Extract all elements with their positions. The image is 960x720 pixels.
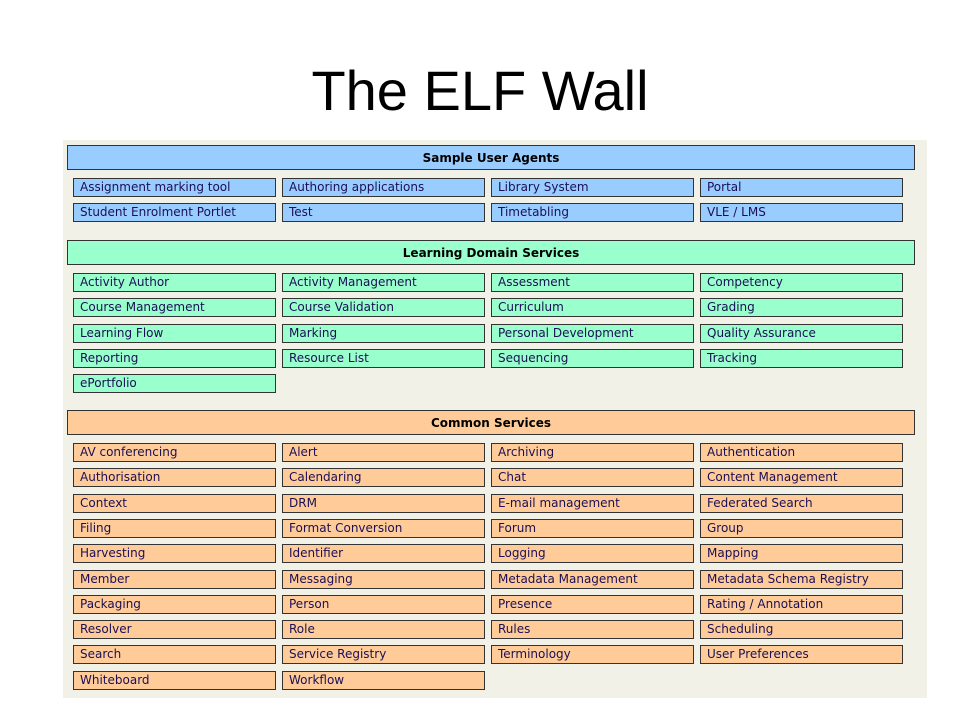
agents-service-cell: Student Enrolment Portlet bbox=[73, 203, 276, 223]
agents-service-cell: Timetabling bbox=[491, 203, 694, 223]
learning-service-cell: Grading bbox=[700, 298, 903, 318]
learning-service-cell: ePortfolio bbox=[73, 374, 276, 394]
common-service-cell: Identifier bbox=[282, 544, 485, 564]
common-service-cell: Logging bbox=[491, 544, 694, 564]
slide-title: The ELF Wall bbox=[311, 59, 649, 122]
common-service-cell: Person bbox=[282, 594, 485, 614]
common-service-cell: Messaging bbox=[282, 569, 485, 589]
common-service-cell: Alert bbox=[282, 443, 485, 462]
common-service-cell: Format Conversion bbox=[282, 518, 485, 538]
common-service-cell: Search bbox=[73, 645, 276, 665]
common-service-cell: Context bbox=[73, 493, 276, 513]
common-service-cell: Harvesting bbox=[73, 544, 276, 564]
common-service-cell: Packaging bbox=[73, 594, 276, 614]
common-service-cell: Presence bbox=[491, 594, 694, 614]
common-service-cell: Service Registry bbox=[282, 645, 485, 665]
agents-service-cell: Authoring applications bbox=[282, 178, 485, 197]
common-service-cell: Mapping bbox=[700, 544, 903, 564]
learning-service-cell: Reporting bbox=[73, 348, 276, 368]
common-service-cell: Forum bbox=[491, 518, 694, 538]
common-service-cell: Group bbox=[700, 518, 903, 538]
learning-service-cell: Curriculum bbox=[491, 298, 694, 318]
common-service-cell: Rating / Annotation bbox=[700, 594, 903, 614]
common-service-cell: Scheduling bbox=[700, 620, 903, 640]
common-service-cell: Metadata Management bbox=[491, 569, 694, 589]
common-service-cell: User Preferences bbox=[700, 645, 903, 665]
learning-service-cell: Assessment bbox=[491, 273, 694, 292]
common-service-cell: Role bbox=[282, 620, 485, 640]
learning-service-cell: Tracking bbox=[700, 348, 903, 368]
agents-service-cell: Test bbox=[282, 203, 485, 223]
common-service-cell: Member bbox=[73, 569, 276, 589]
learning-service-cell: Course Validation bbox=[282, 298, 485, 318]
learning-service-cell: Sequencing bbox=[491, 348, 694, 368]
learning-service-cell: Activity Management bbox=[282, 273, 485, 292]
common-service-cell: Federated Search bbox=[700, 493, 903, 513]
common-service-cell: Filing bbox=[73, 518, 276, 538]
learning-service-cell: Learning Flow bbox=[73, 323, 276, 343]
common-service-cell: Archiving bbox=[491, 443, 694, 462]
learning-service-cell: Course Management bbox=[73, 298, 276, 318]
common-service-cell: Authentication bbox=[700, 443, 903, 462]
agents-service-cell: Assignment marking tool bbox=[73, 178, 276, 197]
learning-service-cell: Marking bbox=[282, 323, 485, 343]
learning-service-cell: Personal Development bbox=[491, 323, 694, 343]
common-service-cell: Resolver bbox=[73, 620, 276, 640]
common-service-cell: Terminology bbox=[491, 645, 694, 665]
agents-service-cell: Portal bbox=[700, 178, 903, 197]
common-service-cell: E-mail management bbox=[491, 493, 694, 513]
common-service-cell: Metadata Schema Registry bbox=[700, 569, 903, 589]
learning-service-cell: Resource List bbox=[282, 348, 485, 368]
agents-section-header: Sample User Agents bbox=[67, 145, 915, 170]
learning-service-cell: Quality Assurance bbox=[700, 323, 903, 343]
agents-service-cell: VLE / LMS bbox=[700, 203, 903, 223]
common-service-cell: Workflow bbox=[282, 670, 485, 690]
agents-service-cell: Library System bbox=[491, 178, 694, 197]
common-service-cell: AV conferencing bbox=[73, 443, 276, 462]
common-service-cell: Rules bbox=[491, 620, 694, 640]
learning-service-cell: Activity Author bbox=[73, 273, 276, 292]
common-service-cell: Authorisation bbox=[73, 468, 276, 488]
common-service-cell: Whiteboard bbox=[73, 670, 276, 690]
common-section-header: Common Services bbox=[67, 410, 915, 435]
learning-section-header: Learning Domain Services bbox=[67, 240, 915, 265]
common-service-cell: Chat bbox=[491, 468, 694, 488]
common-service-cell: Calendaring bbox=[282, 468, 485, 488]
common-service-cell: DRM bbox=[282, 493, 485, 513]
common-service-cell: Content Management bbox=[700, 468, 903, 488]
learning-service-cell: Competency bbox=[700, 273, 903, 292]
